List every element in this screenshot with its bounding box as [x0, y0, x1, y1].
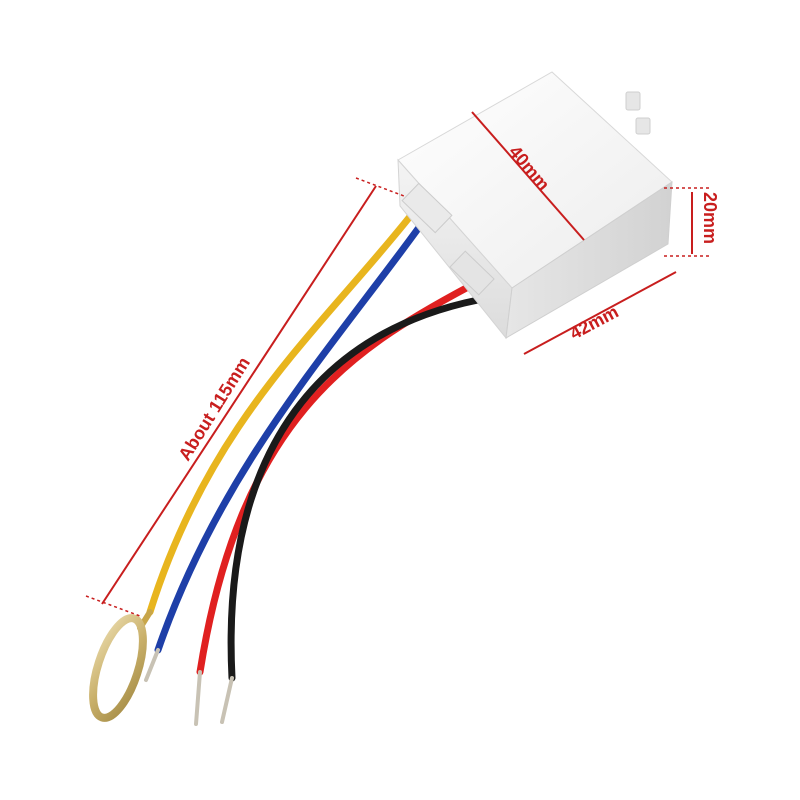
wire-bundle: [89, 210, 482, 726]
module-housing: [397, 71, 673, 340]
wire-length-dimension-label: About 115mm: [174, 353, 254, 464]
wire-length-dimension-line: [101, 185, 377, 605]
stripped-wire-ends: [144, 648, 234, 726]
ring-terminal: [89, 609, 153, 722]
dimension-annotations: [85, 111, 712, 617]
width-dimension-label: 42mm: [566, 301, 621, 343]
black-wire: [227, 296, 482, 682]
blue-wire: [154, 222, 424, 654]
yellow-wire: [146, 210, 416, 616]
length-dimension-line: [471, 111, 585, 241]
height-dimension-label: 20mm: [700, 192, 720, 244]
width-dimension-line: [523, 271, 677, 355]
